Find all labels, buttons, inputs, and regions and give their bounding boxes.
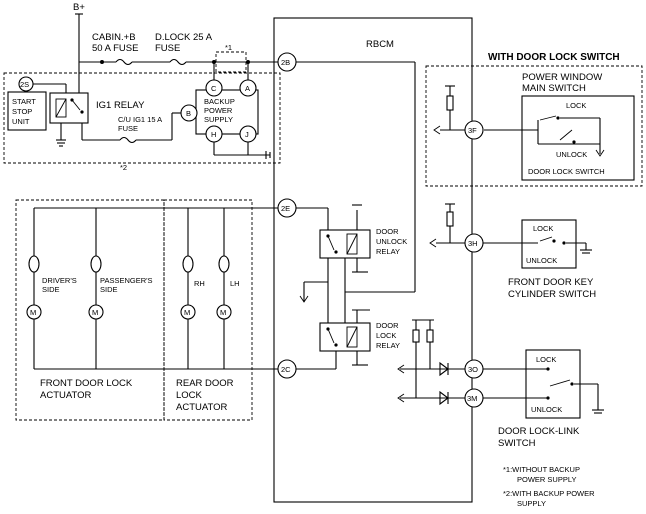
- rbcm-box: [273, 17, 473, 503]
- svg-text:UNLOCK: UNLOCK: [556, 150, 587, 159]
- svg-text:RELAY: RELAY: [376, 341, 400, 350]
- door-lock-switch: LOCK UNLOCK DOOR LOCK SWITCH: [484, 95, 635, 181]
- svg-text:BACKUP: BACKUP: [204, 97, 235, 106]
- rbcm-connector-3M: 3M: [464, 388, 484, 408]
- svg-text:LOCK: LOCK: [533, 224, 553, 233]
- connector-B: B: [186, 109, 191, 118]
- rbcm-connector-3O: 3O: [464, 359, 484, 379]
- svg-text:SIDE: SIDE: [42, 285, 60, 294]
- key-cylinder-label-2: CYLINDER SWITCH: [508, 289, 596, 300]
- svg-text:DOOR: DOOR: [376, 227, 399, 236]
- front-passenger-motor: M PASSENGER'S SIDE: [88, 208, 153, 369]
- rbcm-label: RBCM: [366, 39, 394, 50]
- svg-text:STOP: STOP: [12, 107, 32, 116]
- rbcm-connector-3H: 3H: [464, 233, 484, 253]
- front-door-key-cylinder-switch: LOCK UNLOCK: [483, 219, 592, 269]
- svg-text:LOCK: LOCK: [376, 331, 396, 340]
- svg-text:UNLOCK: UNLOCK: [376, 237, 407, 246]
- svg-text:DOOR LOCK SWITCH: DOOR LOCK SWITCH: [528, 167, 605, 176]
- connector-J: J: [245, 130, 249, 139]
- front-actuator-label-2: ACTUATOR: [40, 390, 92, 401]
- svg-text:LOCK: LOCK: [566, 101, 586, 110]
- note1-marker: *1: [225, 43, 232, 52]
- pw-main-switch-label-2: MAIN SWITCH: [522, 83, 586, 94]
- svg-text:SIDE: SIDE: [100, 285, 118, 294]
- svg-text:M: M: [92, 308, 98, 317]
- rbcm-connector-2E: 2E: [277, 198, 297, 218]
- note1-bypass: [215, 51, 247, 73]
- dlock-fuse-label-1: D.LOCK 25 A: [155, 32, 213, 43]
- svg-text:START: START: [12, 97, 36, 106]
- cu-fuse-label-1: C/U IG1 15 A: [118, 115, 162, 124]
- note2-area: [3, 72, 281, 164]
- rear-lh-motor: M LH: [216, 208, 240, 369]
- svg-text:DRIVER'S: DRIVER'S: [42, 276, 77, 285]
- cabin-fuse-symbol: [115, 58, 133, 66]
- connector-2S: 2S: [20, 80, 29, 89]
- front-actuator-label-1: FRONT DOOR LOCK: [40, 378, 133, 389]
- rear-actuator-label-2: LOCK: [176, 390, 203, 401]
- svg-text:LH: LH: [230, 279, 240, 288]
- svg-text:3F: 3F: [468, 126, 477, 135]
- with-door-lock-switch-area: [425, 65, 643, 187]
- rbcm-connector-2B: 2B: [277, 52, 297, 72]
- door-lock-relay: DOOR LOCK RELAY: [319, 309, 400, 366]
- front-driver-motor: M DRIVER'S SIDE: [26, 208, 77, 369]
- rear-rh-motor: M RH: [180, 208, 205, 369]
- backup-power-supply: BACKUP POWER SUPPLY C A B H J: [172, 62, 271, 159]
- dlock-fuse-symbol: [169, 58, 187, 66]
- ig1-relay: IG1 RELAY C/U IG1 15 A FUSE: [49, 62, 173, 147]
- svg-text:DOOR: DOOR: [376, 321, 399, 330]
- start-stop-unit: START STOP UNIT 2S: [7, 76, 67, 131]
- rear-actuator-label-1: REAR DOOR: [176, 378, 234, 389]
- footnote2-line1: *2:WITH BACKUP POWER: [503, 489, 595, 498]
- door-lock-link-switch: LOCK UNLOCK: [483, 349, 604, 419]
- svg-text:M: M: [184, 308, 190, 317]
- b-plus-label: B+: [73, 2, 85, 13]
- cu-fuse-label-2: FUSE: [118, 124, 138, 133]
- svg-text:M: M: [220, 308, 226, 317]
- svg-text:3H: 3H: [468, 239, 478, 248]
- svg-text:2C: 2C: [281, 365, 291, 374]
- svg-text:3M: 3M: [467, 394, 477, 403]
- svg-text:RH: RH: [194, 279, 205, 288]
- svg-text:POWER: POWER: [204, 106, 233, 115]
- svg-text:2B: 2B: [281, 58, 290, 67]
- battery-supply: B+ CABIN.+B 50 A FUSE D.LOCK 25 A FUSE *…: [73, 2, 278, 73]
- footnote1-line2: POWER SUPPLY: [517, 475, 576, 484]
- svg-text:LOCK: LOCK: [536, 355, 556, 364]
- cabin-fuse-label-2: 50 A FUSE: [92, 43, 138, 54]
- footnote1-line1: *1:WITHOUT BACKUP: [503, 465, 580, 474]
- note2-marker: *2: [120, 163, 127, 172]
- with-door-lock-switch-label: WITH DOOR LOCK SWITCH: [488, 52, 620, 63]
- cu-fuse-symbol: [119, 136, 137, 144]
- svg-text:2E: 2E: [281, 204, 290, 213]
- svg-text:PASSENGER'S: PASSENGER'S: [100, 276, 153, 285]
- lock-link-label-2: SWITCH: [498, 438, 536, 449]
- connector-H: H: [211, 130, 216, 139]
- rbcm-connector-3F: 3F: [464, 120, 484, 140]
- door-unlock-relay: DOOR UNLOCK RELAY: [319, 204, 407, 273]
- lock-link-label-1: DOOR LOCK-LINK: [498, 426, 580, 437]
- rear-actuator-label-3: ACTUATOR: [176, 402, 228, 413]
- svg-text:UNIT: UNIT: [12, 117, 30, 126]
- svg-text:SUPPLY: SUPPLY: [204, 115, 233, 124]
- cabin-fuse-label-1: CABIN.+B: [92, 32, 136, 43]
- svg-text:M: M: [30, 308, 36, 317]
- rear-actuator-area: [163, 199, 253, 421]
- connector-A: A: [245, 84, 250, 93]
- rbcm-connector-2C: 2C: [277, 359, 297, 379]
- svg-text:3O: 3O: [468, 365, 478, 374]
- pw-main-switch-label-1: POWER WINDOW: [522, 72, 602, 83]
- dlock-fuse-label-2: FUSE: [155, 43, 180, 54]
- ig1-relay-label: IG1 RELAY: [96, 100, 145, 111]
- key-cylinder-label-1: FRONT DOOR KEY: [508, 277, 594, 288]
- svg-text:UNLOCK: UNLOCK: [531, 405, 562, 414]
- svg-text:RELAY: RELAY: [376, 247, 400, 256]
- connector-C: C: [211, 84, 217, 93]
- footnote2-line2: SUPPLY: [517, 499, 546, 508]
- svg-text:UNLOCK: UNLOCK: [526, 256, 557, 265]
